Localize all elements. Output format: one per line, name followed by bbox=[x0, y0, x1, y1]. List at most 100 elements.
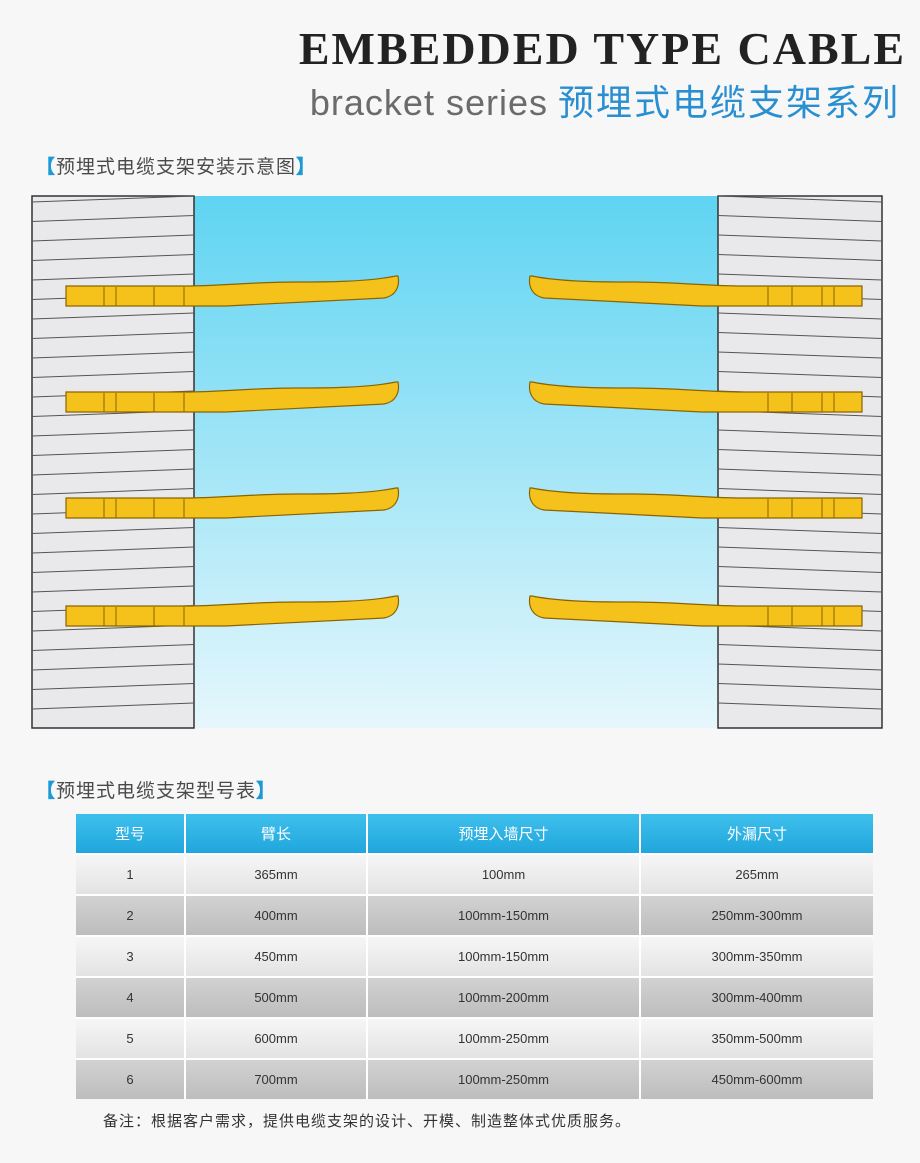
install-heading-text: 预埋式电缆支架安装示意图 bbox=[56, 156, 297, 178]
brick-course-line bbox=[31, 234, 195, 242]
wall-face bbox=[31, 195, 195, 729]
brick-course-line bbox=[717, 371, 883, 378]
table-row: 3 450mm 100mm-150mm 300mm-350mm bbox=[76, 935, 873, 977]
cell-model: 5 bbox=[76, 1017, 186, 1059]
col-header-embed-depth: 预埋入墙尺寸 bbox=[367, 814, 641, 854]
heading-bracket-close: 】 bbox=[256, 780, 277, 802]
brick-course-line bbox=[717, 546, 883, 554]
bracket-arm bbox=[528, 275, 863, 307]
left-wall bbox=[31, 195, 195, 729]
table-row: 1 365mm 100mm 265mm bbox=[76, 853, 873, 895]
brick-course-line bbox=[717, 254, 883, 261]
brick-course-line bbox=[31, 683, 195, 690]
cell-exposed-length: 265mm bbox=[640, 853, 873, 895]
heading-bracket-open: 【 bbox=[36, 780, 57, 802]
cell-embed-depth: 100mm-200mm bbox=[367, 976, 641, 1018]
brick-course-line bbox=[31, 273, 195, 281]
cell-embed-depth: 100mm-250mm bbox=[367, 1017, 641, 1059]
table-row: 4 500mm 100mm-200mm 300mm-400mm bbox=[76, 976, 873, 1018]
install-heading: 【预埋式电缆支架安装示意图】 bbox=[36, 152, 316, 179]
cell-model: 1 bbox=[76, 853, 186, 895]
bracket-left bbox=[65, 595, 400, 627]
bracket-arm bbox=[65, 595, 400, 627]
bracket-left bbox=[65, 487, 400, 519]
brick-course-line bbox=[717, 488, 883, 495]
brick-course-line bbox=[717, 663, 883, 671]
cell-embed-depth: 100mm-150mm bbox=[367, 935, 641, 977]
brick-course-line bbox=[31, 663, 195, 671]
table-header-row: 型号 臂长 预埋入墙尺寸 外漏尺寸 bbox=[76, 814, 873, 854]
table-row: 2 400mm 100mm-150mm 250mm-300mm bbox=[76, 894, 873, 936]
cell-arm-length: 450mm bbox=[185, 935, 368, 977]
brackets-group bbox=[65, 275, 863, 627]
cell-arm-length: 365mm bbox=[185, 853, 368, 895]
brick-course-line bbox=[31, 351, 195, 359]
brick-course-line bbox=[31, 195, 195, 203]
bracket-arm bbox=[65, 381, 400, 413]
bracket-arm bbox=[528, 381, 863, 413]
brick-course-line bbox=[31, 585, 195, 593]
cell-exposed-length: 300mm-400mm bbox=[640, 976, 873, 1018]
bracket-left bbox=[65, 275, 400, 307]
heading-bracket-close: 】 bbox=[296, 156, 317, 178]
brick-course-line bbox=[31, 215, 195, 222]
brick-course-line bbox=[717, 527, 883, 534]
brick-course-line bbox=[31, 254, 195, 261]
installation-diagram bbox=[31, 195, 883, 729]
brick-course-line bbox=[717, 273, 883, 281]
brick-course-line bbox=[717, 449, 883, 456]
bracket-right bbox=[528, 595, 863, 627]
bracket-left bbox=[65, 381, 400, 413]
cell-arm-length: 500mm bbox=[185, 976, 368, 1018]
brick-course-line bbox=[717, 644, 883, 651]
heading-bracket-open: 【 bbox=[36, 156, 57, 178]
bracket-arm bbox=[528, 487, 863, 519]
brick-course-line bbox=[717, 195, 883, 203]
brick-course-line bbox=[717, 468, 883, 476]
brick-course-line bbox=[31, 644, 195, 651]
brick-course-line bbox=[31, 449, 195, 456]
col-header-model: 型号 bbox=[76, 814, 186, 854]
cell-model: 4 bbox=[76, 976, 186, 1018]
cell-embed-depth: 100mm bbox=[367, 853, 641, 895]
page-title: EMBEDDED TYPE CABLE bbox=[298, 23, 906, 74]
col-header-arm-length: 臂长 bbox=[185, 814, 368, 854]
brick-course-line bbox=[31, 566, 195, 573]
cell-arm-length: 700mm bbox=[185, 1058, 368, 1099]
cell-model: 6 bbox=[76, 1058, 186, 1099]
brick-course-line bbox=[717, 585, 883, 593]
table-heading-text: 预埋式电缆支架型号表 bbox=[56, 780, 257, 802]
cell-exposed-length: 450mm-600mm bbox=[640, 1058, 873, 1099]
brick-course-line bbox=[717, 566, 883, 573]
table-row: 6 700mm 100mm-250mm 450mm-600mm bbox=[76, 1058, 873, 1099]
bracket-arm bbox=[528, 595, 863, 627]
footnote: 备注：根据客户需求，提供电缆支架的设计、开模、制造整体式优质服务。 bbox=[103, 1112, 632, 1130]
brick-course-line bbox=[31, 527, 195, 534]
cell-embed-depth: 100mm-150mm bbox=[367, 894, 641, 936]
cell-exposed-length: 300mm-350mm bbox=[640, 935, 873, 977]
brick-course-line bbox=[31, 371, 195, 378]
wall-face bbox=[717, 195, 883, 729]
brick-course-line bbox=[717, 683, 883, 690]
bracket-right bbox=[528, 275, 863, 307]
brick-course-line bbox=[31, 488, 195, 495]
bracket-right bbox=[528, 487, 863, 519]
brick-course-line bbox=[717, 332, 883, 339]
bracket-arm bbox=[65, 487, 400, 519]
brick-course-line bbox=[31, 332, 195, 339]
spec-table: 型号 臂长 预埋入墙尺寸 外漏尺寸 1 365mm 100mm 265mm 2 … bbox=[76, 814, 873, 1099]
subtitle-cn: 预埋式电缆支架系列 bbox=[557, 83, 900, 124]
cell-exposed-length: 350mm-500mm bbox=[640, 1017, 873, 1059]
brick-course-line bbox=[31, 468, 195, 476]
brick-course-line bbox=[31, 312, 195, 320]
bracket-arm bbox=[65, 275, 400, 307]
brick-course-line bbox=[717, 351, 883, 359]
cell-model: 3 bbox=[76, 935, 186, 977]
brick-course-line bbox=[717, 312, 883, 320]
brick-course-line bbox=[31, 546, 195, 554]
right-wall bbox=[717, 195, 883, 729]
cell-arm-length: 400mm bbox=[185, 894, 368, 936]
cell-embed-depth: 100mm-250mm bbox=[367, 1058, 641, 1099]
cell-exposed-length: 250mm-300mm bbox=[640, 894, 873, 936]
